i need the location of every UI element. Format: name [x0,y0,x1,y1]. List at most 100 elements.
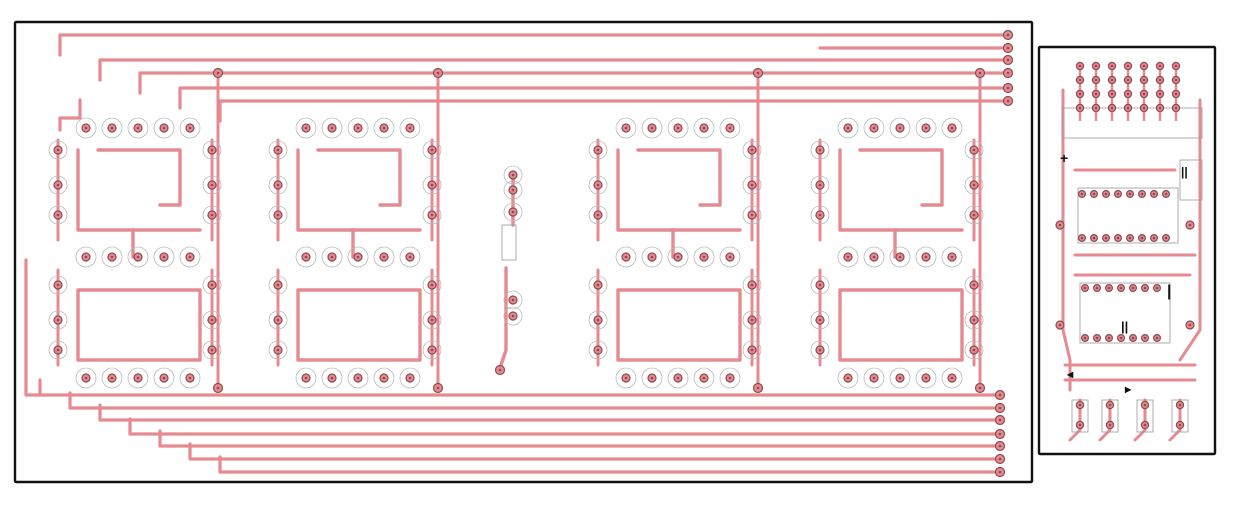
digit-2-pin-ring [347,367,369,389]
bottom-bus-trace [38,378,1002,397]
digit-2-segment-trace [296,148,422,232]
pad-hole [728,255,732,259]
pad-hole [818,348,822,352]
pad-hole [1155,336,1159,340]
pad-hole [950,255,954,259]
digit-1-side-ring [48,310,68,330]
digit-3-side-ring [588,275,608,295]
pad-hole [210,283,214,287]
pad-hole [1140,236,1144,240]
bottom-bus-trace [218,455,1002,474]
digit-1-pin-ring [75,367,97,389]
digit-1-side-ring [48,275,68,295]
solder-pads [53,29,1195,478]
digit-2-pin-ring [399,367,421,389]
digit-2-side-ring [422,310,442,330]
pad-hole [1107,336,1111,340]
pad-hole [110,376,114,380]
pad-hole [998,406,1002,410]
digit-4-pin-ring [941,117,963,139]
pad-hole [750,148,754,152]
pad-hole [998,444,1002,448]
digit-2-pin-ring [321,367,343,389]
component-outlines [48,107,1203,433]
pad-hole [1078,64,1082,68]
pad-hole [596,148,600,152]
pad-hole [1164,236,1168,240]
pad-hole [624,376,628,380]
digit-3-segment-trace [616,148,742,232]
colon-ring [503,180,523,200]
digit-3-side-ring [742,140,762,160]
pad-hole [511,173,515,177]
pad-hole [330,376,334,380]
digit-4-pin-ring [915,367,937,389]
diode-marking-left: ◀ [1066,370,1074,379]
component-markings: + || | || ◀ ▶ [1060,150,1188,394]
pad-hole [1108,403,1112,407]
pad-hole [872,255,876,259]
control-trace [1133,398,1147,442]
digit-1-pin-ring [101,117,123,139]
digit-2-side-ring [268,205,288,225]
digit-2-side-ring [268,340,288,360]
pad-hole [210,318,214,322]
digit-3-side-ring [588,310,608,330]
pad-hole [1078,106,1082,110]
pad-hole [356,126,360,130]
pad-hole [56,213,60,217]
digit-4-side-ring [964,340,984,360]
diode-marking-right: ▶ [1124,385,1132,394]
digit-3-pin-ring [719,246,741,268]
pad-hole [1131,336,1135,340]
digit-1-side-ring [48,205,68,225]
pad-hole [1092,236,1096,240]
pad-hole [304,376,308,380]
pad-hole [1126,64,1130,68]
digit-4-pin-ring [915,246,937,268]
pad-hole [846,255,850,259]
pad-hole [898,126,902,130]
digit-2-side-ring [422,275,442,295]
pad-hole [1119,336,1123,340]
digit-4-side-ring [810,340,830,360]
pad-hole [1080,236,1084,240]
pad-hole [1140,192,1144,196]
pad-hole [304,255,308,259]
digit-4-pin-ring [941,246,963,268]
pad-hole [56,183,60,187]
pad-hole [818,318,822,322]
digit-4-side-ring [810,140,830,160]
capacitor-outline [1179,159,1203,201]
digit-1-side-ring [202,275,222,295]
pad-hole [1078,423,1082,427]
digit-3-pin-ring [615,367,637,389]
pad-hole [846,376,850,380]
transistor-outline [1171,399,1189,433]
pad-hole [1110,64,1114,68]
transistor-outline [1101,399,1119,433]
pad-hole [818,183,822,187]
pad-hole [750,318,754,322]
pad-hole [924,126,928,130]
pad-hole [408,126,412,130]
pad-hole [898,255,902,259]
digit-3-pin-ring [615,246,637,268]
digit-3-pin-ring [719,367,741,389]
pad-hole [998,393,1002,397]
pad-hole [1095,286,1099,290]
pad-hole [304,126,308,130]
top-bus-trace [178,86,1007,110]
pad-hole [216,386,220,390]
pad-hole [1142,78,1146,82]
main-board-outline [13,20,1034,484]
digit-4-pin-ring [837,117,859,139]
digit-3-pin-ring [693,117,715,139]
pad-hole [1058,223,1062,227]
colon-ring [503,165,523,185]
colon-ring [503,202,523,222]
bottom-bus-trace [158,429,1002,448]
digit-2-pin-ring [399,246,421,268]
pad-hole [1083,336,1087,340]
pad-hole [210,148,214,152]
